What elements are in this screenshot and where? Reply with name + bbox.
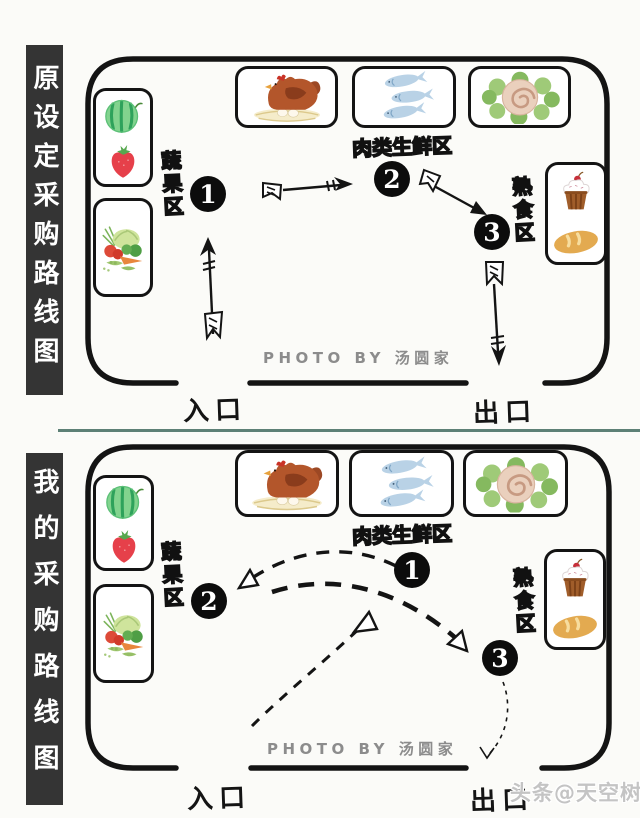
fresh-shelf-chicken bbox=[235, 66, 338, 128]
pork-roll-icon bbox=[468, 455, 564, 513]
pork-roll-icon bbox=[473, 70, 567, 124]
step-2-badge-mine: 2 bbox=[191, 583, 227, 619]
produce-shelf-fruit bbox=[93, 88, 153, 187]
produce-area-label-mine: 蔬果区 bbox=[156, 540, 185, 612]
panel-title-original: 原设定采购路线图 bbox=[26, 45, 63, 395]
produce-area-label-original: 蔬果区 bbox=[156, 149, 185, 221]
produce-shelf-vegetables bbox=[93, 198, 153, 297]
route-arrow-2-to-3 bbox=[418, 168, 487, 215]
route-dashed-1-to-2 bbox=[236, 550, 397, 590]
route-dashed-3-to-exit bbox=[479, 681, 509, 760]
chicken-icon bbox=[239, 455, 335, 513]
route-arrow-entrance-to-1 bbox=[200, 237, 224, 341]
bread-icon bbox=[549, 224, 603, 258]
fresh-shelf-pork-mine bbox=[463, 450, 568, 517]
deli-shelf-mine bbox=[544, 549, 606, 650]
deli-area-label-mine: 熟食区 bbox=[508, 566, 537, 638]
step-3-badge-original: 3 bbox=[474, 214, 510, 250]
panel-divider bbox=[58, 429, 640, 432]
deli-area-label-original: 熟食区 bbox=[507, 175, 536, 247]
route-dashed-2-to-3 bbox=[271, 581, 469, 653]
strawberry-icon bbox=[102, 525, 146, 567]
panel-title-mine: 我的采购路线图 bbox=[26, 453, 63, 805]
fish-icon bbox=[357, 70, 451, 124]
vegetables-icon bbox=[98, 591, 150, 677]
step-3-badge-mine: 3 bbox=[482, 640, 518, 676]
chicken-icon bbox=[240, 70, 334, 124]
step-2-badge-original: 2 bbox=[374, 161, 410, 197]
cupcake-icon bbox=[551, 556, 599, 606]
route-arrow-1-to-2 bbox=[262, 177, 353, 201]
produce-shelf-vegetables-mine bbox=[93, 584, 154, 683]
bread-icon bbox=[548, 609, 602, 643]
photo-credit-mine: PHOTO BY 汤圆家 bbox=[267, 740, 458, 758]
corner-watermark: 头条@天空树 bbox=[510, 781, 640, 805]
entrance-label-original: 入口 bbox=[182, 394, 248, 428]
fresh-shelf-fish bbox=[352, 66, 456, 128]
meat-area-label-mine: 肉类生鲜区 bbox=[351, 520, 453, 549]
route-dashed-entrance-up bbox=[250, 609, 379, 728]
fresh-shelf-fish-mine bbox=[349, 450, 454, 517]
vegetables-icon bbox=[97, 205, 149, 291]
meat-area-label-original: 肉类生鲜区 bbox=[351, 132, 453, 161]
exit-label-original: 出口 bbox=[472, 396, 538, 430]
fresh-shelf-pork bbox=[468, 66, 571, 128]
watermelon-icon bbox=[99, 93, 147, 137]
photo-credit-original: PHOTO BY 汤圆家 bbox=[263, 349, 454, 367]
watermelon-icon bbox=[100, 479, 148, 523]
cupcake-icon bbox=[552, 169, 600, 219]
step-1-badge-mine: 1 bbox=[394, 552, 430, 588]
fish-icon bbox=[354, 455, 450, 513]
strawberry-icon bbox=[101, 140, 145, 182]
produce-shelf-fruit-mine bbox=[93, 475, 154, 571]
panel-title-mine-text: 我的采购路线图 bbox=[29, 468, 59, 790]
deli-shelf bbox=[545, 162, 607, 265]
step-1-badge-original: 1 bbox=[190, 176, 226, 212]
fresh-shelf-chicken-mine bbox=[235, 450, 339, 517]
route-arrow-3-to-exit bbox=[484, 261, 506, 366]
panel-title-original-text: 原设定采购路线图 bbox=[29, 64, 59, 376]
entrance-label-mine: 入口 bbox=[186, 782, 252, 816]
